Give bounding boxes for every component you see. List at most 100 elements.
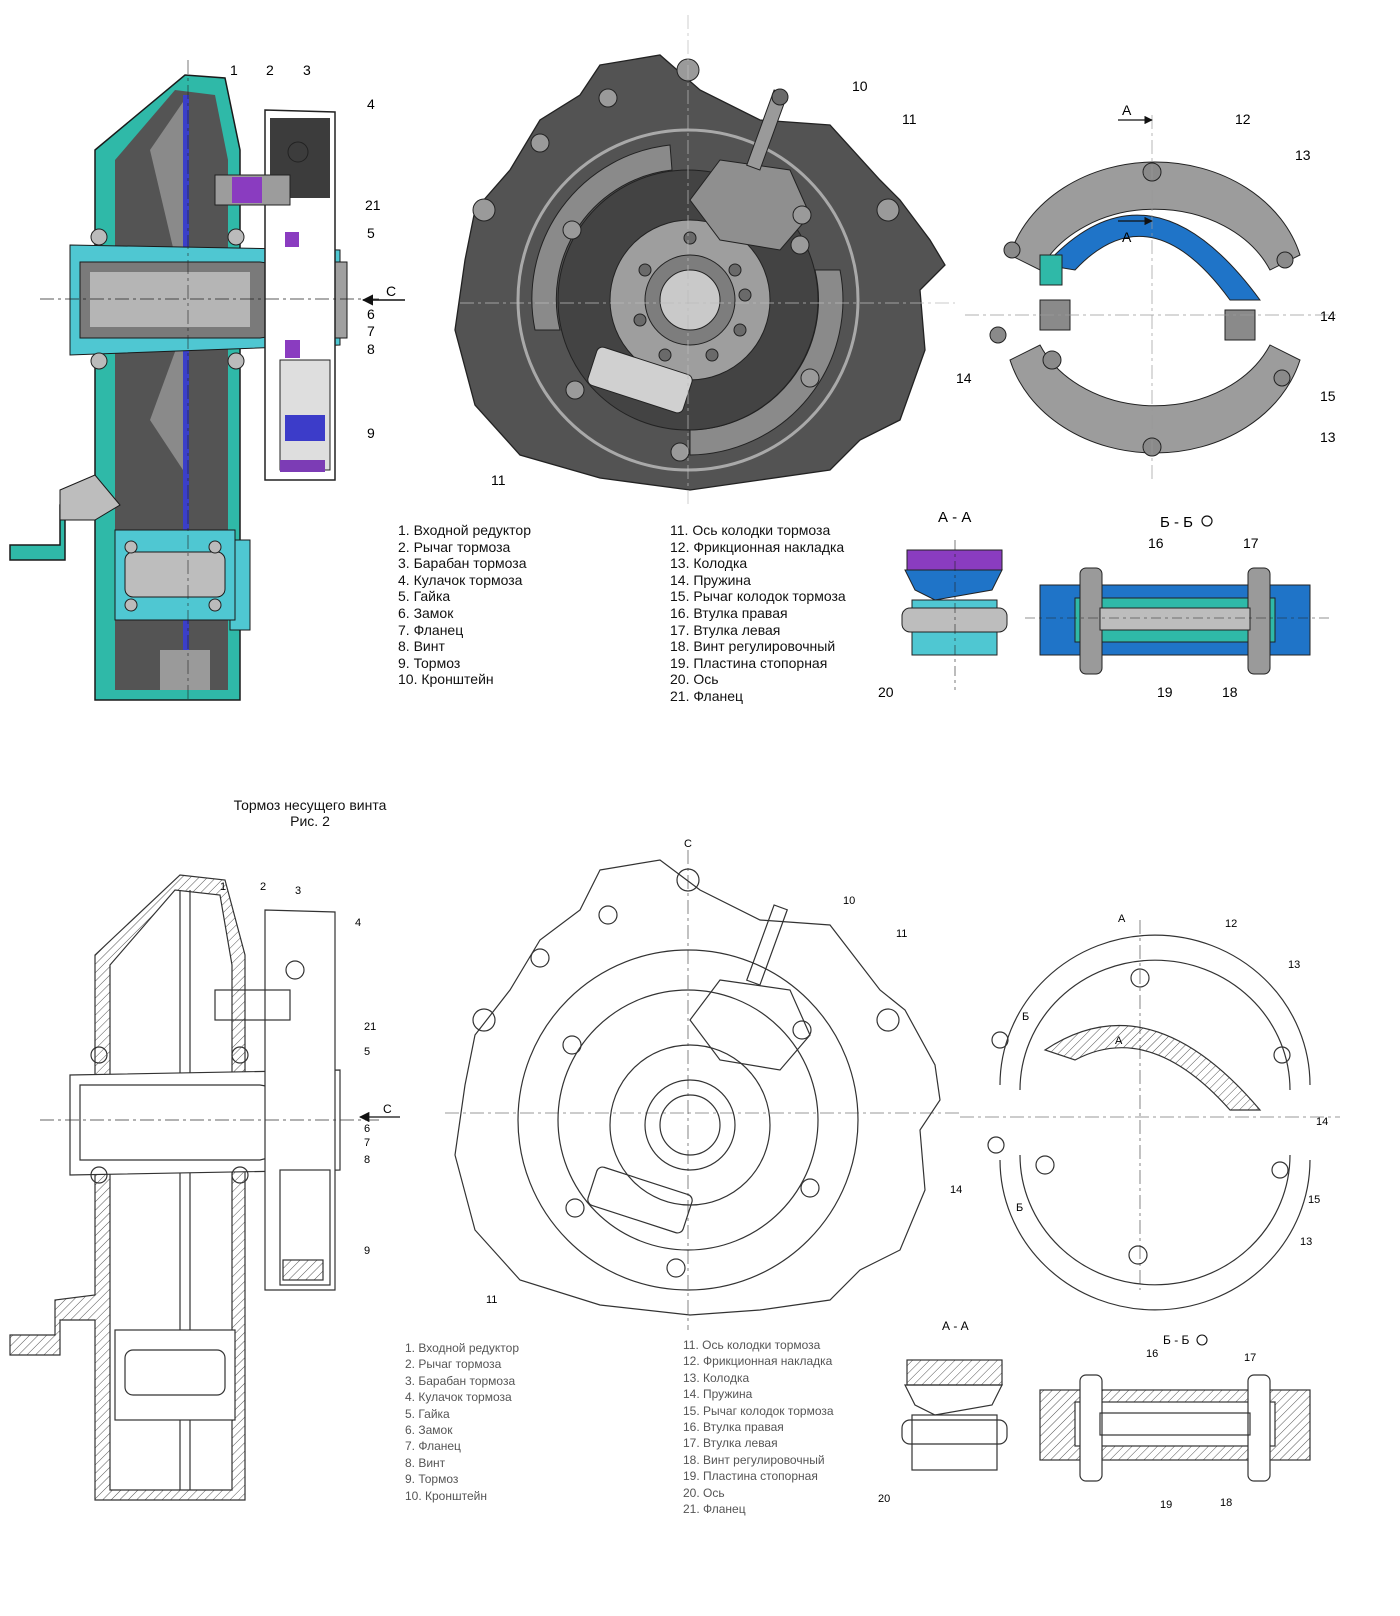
callout-18: 18 bbox=[1220, 1497, 1232, 1509]
legend-item: 1. Входной редуктор bbox=[398, 522, 532, 538]
callout-13-upper: 13 bbox=[1288, 959, 1300, 971]
callout-21: 21 bbox=[364, 1021, 376, 1033]
legend-item: 13. Колодка bbox=[683, 1370, 750, 1385]
legend-item: 17. Втулка левая bbox=[683, 1436, 778, 1451]
gearbox-section-lines bbox=[9, 874, 341, 1501]
callout-9: 9 bbox=[364, 1245, 370, 1257]
brake-plate-colored bbox=[454, 15, 955, 505]
figure-number: Рис. 2 bbox=[290, 813, 330, 829]
callout-21: 21 bbox=[365, 197, 381, 213]
legend-item: 11. Ось колодки тормоза bbox=[670, 522, 831, 538]
legend-item: 9. Тормоз bbox=[405, 1472, 459, 1487]
callout-11-upper: 11 bbox=[902, 111, 917, 127]
callout-19: 19 bbox=[1160, 1499, 1172, 1511]
callout-12: 12 bbox=[1225, 918, 1237, 930]
legend-item: 18. Винт регулировочный bbox=[683, 1452, 825, 1467]
brake-plate-lines bbox=[454, 859, 941, 1316]
callout-15: 15 bbox=[1320, 388, 1336, 404]
legend-item: 15. Рычаг колодок тормоза bbox=[670, 588, 846, 605]
section-b-top-label: Б bbox=[1022, 1011, 1029, 1023]
section-c-arrow-label: С bbox=[383, 1102, 392, 1116]
callout-1: 1 bbox=[230, 62, 238, 78]
callout-11-lower: 11 bbox=[491, 472, 506, 488]
callout-9: 9 bbox=[367, 425, 375, 441]
callout-14-right: 14 bbox=[1316, 1116, 1328, 1128]
callout-4: 4 bbox=[355, 917, 361, 929]
legend-item: 13. Колодка bbox=[670, 555, 748, 572]
section-a-mid-label: А bbox=[1122, 229, 1132, 245]
callout-14-left: 14 bbox=[950, 1184, 962, 1196]
callout-2: 2 bbox=[260, 881, 266, 893]
callout-6: 6 bbox=[364, 1123, 370, 1135]
callout-10: 10 bbox=[843, 895, 855, 907]
callout-2: 2 bbox=[266, 62, 274, 78]
legend-item: 20. Ось bbox=[683, 1485, 725, 1500]
legend-item: 6. Замок bbox=[398, 604, 454, 621]
legend-item: 19. Пластина стопорная bbox=[670, 654, 828, 671]
legend-item: 17. Втулка левая bbox=[670, 621, 781, 638]
legend-right-top: 11. Ось колодки тормоза 12. Фрикционная … bbox=[670, 522, 846, 705]
legend-item: 7. Фланец bbox=[405, 1439, 461, 1454]
legend-item: 3. Барабан тормоза bbox=[398, 555, 527, 572]
figure-title: Тормоз несущего винта bbox=[233, 797, 387, 813]
legend-item: 10. Кронштейн bbox=[405, 1488, 487, 1503]
legend-item: 3. Барабан тормоза bbox=[405, 1373, 516, 1388]
callout-1: 1 bbox=[220, 881, 226, 893]
callout-11-upper: 11 bbox=[896, 928, 907, 940]
legend-item: 8. Винт bbox=[398, 638, 445, 655]
legend-item: 4. Кулачок тормоза bbox=[405, 1390, 512, 1405]
legend-item: 12. Фрикционная накладка bbox=[670, 538, 845, 555]
legend-item: 9. Тормоз bbox=[398, 654, 461, 671]
legend-item: 18. Винт регулировочный bbox=[670, 638, 836, 655]
gearbox-section-colored bbox=[9, 60, 405, 701]
legend-left-bottom: 1. Входной редуктор 2. Рычаг тормоза 3. … bbox=[405, 1340, 519, 1504]
section-a-top-label: А bbox=[1122, 102, 1132, 118]
section-c-top-label: С bbox=[684, 838, 692, 850]
callout-5: 5 bbox=[364, 1046, 370, 1058]
legend-item: 14. Пружина bbox=[670, 571, 751, 588]
callout-15: 15 bbox=[1308, 1194, 1320, 1206]
legend-item: 21. Фланец bbox=[683, 1502, 746, 1517]
legend-item: 20. Ось bbox=[670, 671, 719, 688]
callout-20: 20 bbox=[878, 1493, 890, 1505]
brake-shoes-colored bbox=[965, 115, 1340, 480]
legend-item: 1. Входной редуктор bbox=[405, 1341, 520, 1355]
callout-10: 10 bbox=[852, 78, 868, 94]
callout-4: 4 bbox=[367, 96, 375, 112]
callout-20: 20 bbox=[878, 684, 894, 700]
callout-12: 12 bbox=[1235, 111, 1251, 127]
callout-14-right: 14 bbox=[1320, 308, 1336, 324]
section-a-mid-label: А bbox=[1115, 1035, 1123, 1047]
callout-11-lower: 11 bbox=[486, 1294, 497, 1306]
callout-8: 8 bbox=[364, 1154, 370, 1166]
callout-17: 17 bbox=[1244, 1352, 1256, 1364]
callout-17: 17 bbox=[1243, 535, 1259, 551]
legend-item: 21. Фланец bbox=[670, 687, 744, 704]
legend-item: 2. Рычаг тормоза bbox=[398, 538, 511, 555]
legend-left-top: 1. Входной редуктор 2. Рычаг тормоза 3. … bbox=[398, 522, 531, 688]
callout-19: 19 bbox=[1157, 684, 1173, 700]
callout-8: 8 bbox=[367, 341, 375, 357]
legend-item: 11. Ось колодки тормоза bbox=[683, 1338, 821, 1352]
section-aa-colored bbox=[901, 540, 1008, 690]
section-c-label: С bbox=[386, 283, 396, 299]
rotation-circle-icon bbox=[1196, 1334, 1208, 1346]
legend-item: 6. Замок bbox=[405, 1423, 453, 1438]
legend-item: 15. Рычаг колодок тормоза bbox=[683, 1403, 834, 1418]
callout-13-upper: 13 bbox=[1295, 147, 1311, 163]
legend-item: 12. Фрикционная накладка bbox=[683, 1354, 833, 1369]
legend-item: 2. Рычаг тормоза bbox=[405, 1357, 502, 1372]
section-bb-label: Б - Б bbox=[1160, 514, 1193, 531]
rotation-circle-icon bbox=[1201, 515, 1213, 527]
section-aa-label: А - А bbox=[938, 509, 971, 526]
callout-5: 5 bbox=[367, 225, 375, 241]
section-bb-colored bbox=[1025, 567, 1330, 675]
callout-14-left: 14 bbox=[956, 370, 972, 386]
section-bb-label: Б - Б bbox=[1163, 1333, 1190, 1347]
section-aa-lines bbox=[901, 1359, 1008, 1471]
callout-3: 3 bbox=[295, 885, 301, 897]
line-drawing: 1 2 3 4 21 5 С 6 7 8 9 С 10 11 11 А 12 1… bbox=[9, 838, 1340, 1511]
callout-16: 16 bbox=[1148, 535, 1164, 551]
legend-item: 14. Пружина bbox=[683, 1387, 753, 1402]
section-a-top-label: А bbox=[1118, 913, 1126, 925]
